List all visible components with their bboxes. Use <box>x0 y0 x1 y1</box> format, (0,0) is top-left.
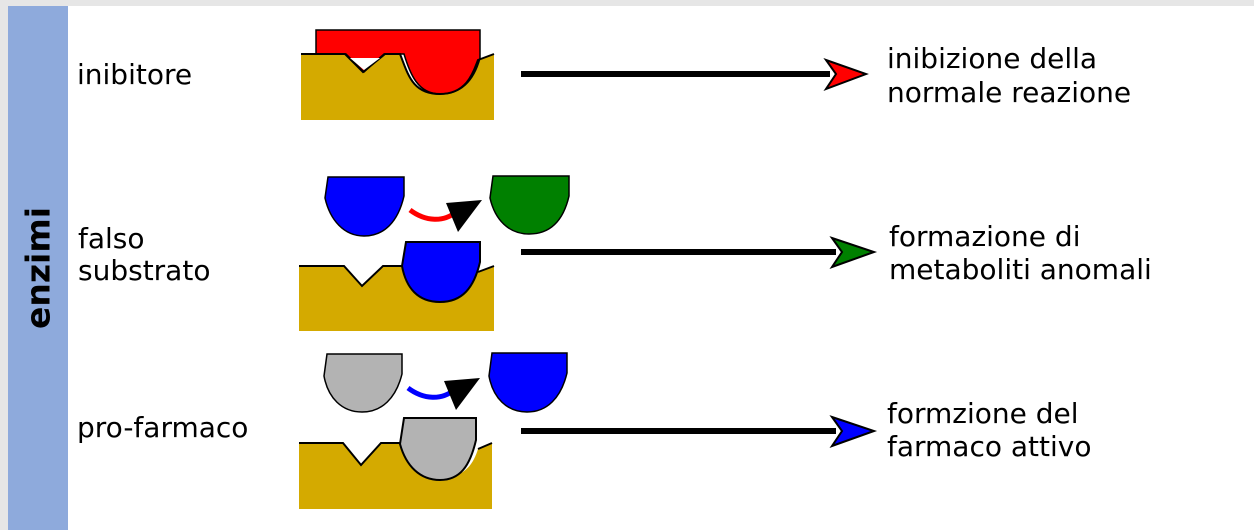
row1-inhibition-graphic <box>301 29 495 120</box>
arrow-formazione <box>521 236 878 269</box>
conversion-head-2 <box>444 378 480 410</box>
result-formazione-line1: formazione di <box>889 220 1081 253</box>
conversion-head-1 <box>446 200 482 232</box>
result-formazione-line2: metaboliti anomali <box>889 253 1152 286</box>
row-label-substrato: substrato <box>78 254 211 287</box>
active-drug-blue <box>488 352 568 413</box>
row-label-inibitore: inibitore <box>77 58 193 91</box>
result-formzione-line2: farmaco attivo <box>887 430 1092 463</box>
substrate-blue <box>324 176 405 237</box>
arrow-formzione <box>521 415 878 448</box>
arrow-inibizione <box>521 58 869 92</box>
row-label-falso: falso <box>78 222 145 255</box>
sidebar-band <box>8 6 68 530</box>
row2-falso-substrato-graphic <box>299 175 570 331</box>
enzyme-2 <box>299 266 494 331</box>
bound-prodrug-grey <box>398 417 477 482</box>
row3-pro-farmaco-graphic <box>299 352 568 509</box>
prodrug-grey <box>323 353 403 413</box>
row-label-pro-farmaco: pro-farmaco <box>77 411 249 444</box>
result-formzione-line1: formzione del <box>887 397 1079 430</box>
diagram-panel <box>8 6 1254 530</box>
product-green <box>489 175 570 235</box>
enzyme-1 <box>301 54 494 120</box>
result-inibizione-line1: inibizione della <box>887 42 1098 75</box>
bound-substrate-blue <box>400 241 481 304</box>
enzyme-3 <box>299 443 492 509</box>
result-inibizione-line2: normale reazione <box>887 76 1132 109</box>
